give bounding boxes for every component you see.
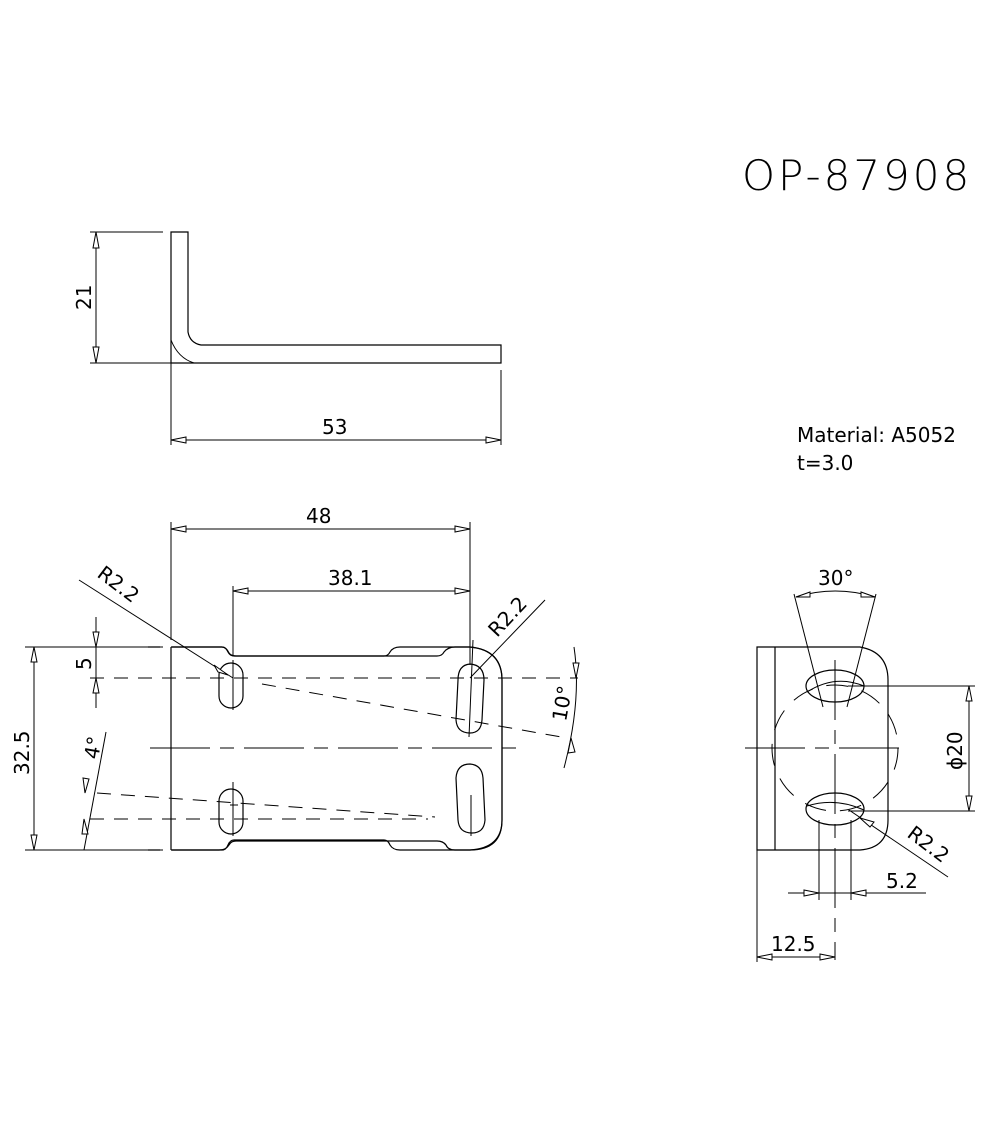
angle-line-10deg xyxy=(261,683,568,739)
radius-right-label: R2.2 xyxy=(483,592,532,642)
diameter-label: ϕ20 xyxy=(943,731,967,770)
slot-top-right xyxy=(455,663,485,734)
angle-4-label: 4° xyxy=(79,734,107,761)
length-dim-label: 53 xyxy=(322,415,347,439)
thickness-note: t=3.0 xyxy=(797,451,853,475)
end-radius-label: R2.2 xyxy=(903,821,954,868)
width-48-label: 48 xyxy=(306,504,331,528)
bend-arc xyxy=(170,339,195,364)
height-dim-label: 21 xyxy=(72,285,96,310)
radius-left-label: R2.2 xyxy=(93,561,144,608)
overall-height-label: 32.5 xyxy=(10,730,34,775)
end-view-outline xyxy=(756,646,889,851)
plate-outline xyxy=(171,646,503,851)
hole-top-left xyxy=(218,662,244,709)
slot-angle-label: 30° xyxy=(818,566,853,590)
material-note: Material: A5052 xyxy=(797,423,956,447)
angle-10-label: 10° xyxy=(547,684,577,723)
end-view: 30° ϕ20 R2.2 5.2 12.5 xyxy=(745,566,975,962)
part-number-title: OP-87908 xyxy=(742,151,972,200)
slot-bottom-right xyxy=(455,763,486,834)
hole-spacing-label: 38.1 xyxy=(328,566,373,590)
side-view: 21 53 xyxy=(72,231,502,445)
hole-bottom-left xyxy=(218,788,244,835)
edge-offset-label: 5 xyxy=(72,657,96,670)
top-view: 48 38.1 R2.2 R2.2 5 32.5 4° 10° xyxy=(10,504,580,851)
offset-label: 12.5 xyxy=(771,932,816,956)
angle-line-4deg xyxy=(96,792,436,818)
slot-width-label: 5.2 xyxy=(886,869,918,893)
l-profile-outline xyxy=(170,231,502,364)
